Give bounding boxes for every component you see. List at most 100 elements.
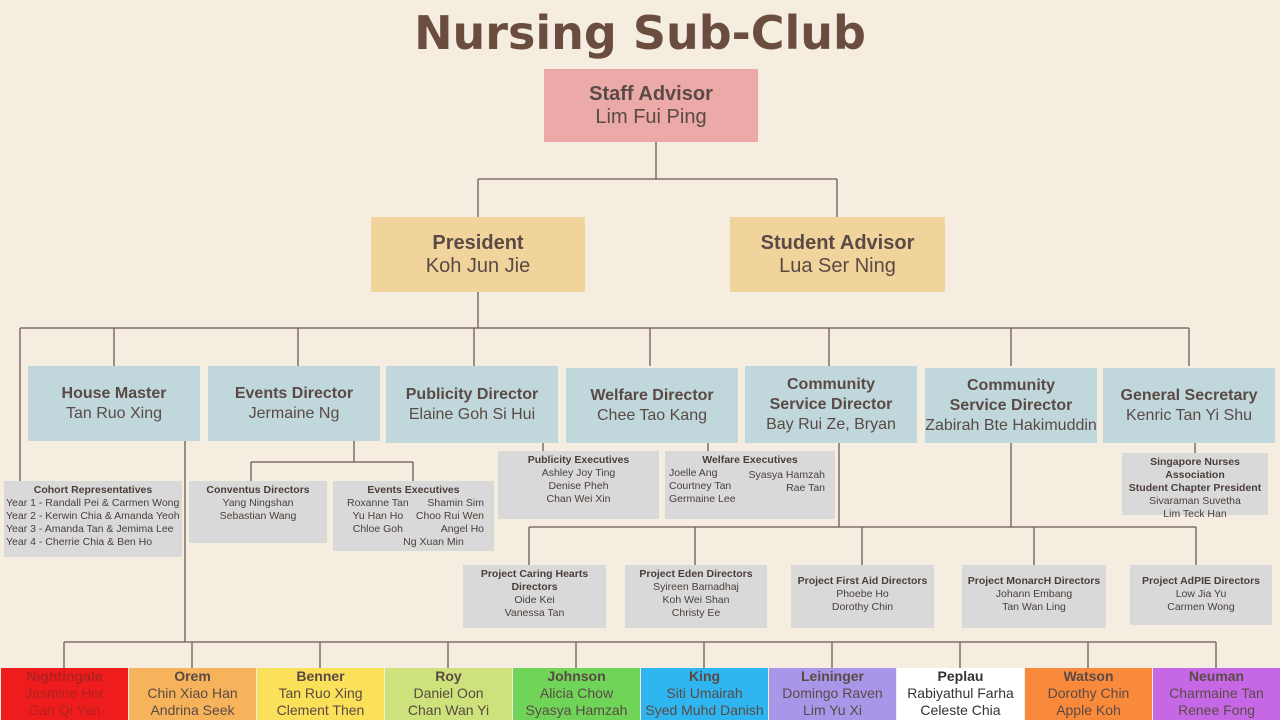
house-member: Alicia Chow — [539, 685, 614, 701]
project-heading: Project MonarcH Directors — [967, 575, 1101, 587]
events-executives-box: Events Executives Roxanne Tan Yu Han Ho … — [333, 481, 494, 551]
house-member: Jasmine Hor — [25, 685, 104, 701]
house-name: Peplau — [937, 668, 984, 684]
director-community-service-1: Community Service Director Bay Rui Ze, B… — [745, 366, 917, 443]
welfare-exec-line: Rae Tan — [786, 482, 825, 494]
house-member: Celeste Chia — [920, 702, 1001, 718]
house-member: Syed Muhd Danish — [645, 702, 764, 718]
director-events: Events Director Jermaine Ng — [208, 366, 380, 441]
conventus-line: Sebastian Wang — [219, 510, 297, 522]
publicity-exec-line: Denise Pheh — [548, 480, 609, 492]
house-name: Johnson — [547, 668, 606, 684]
president-box: President Koh Jun Jie — [371, 217, 585, 292]
director-role: Publicity Director — [405, 385, 539, 403]
director-name: Zabirah Bte Hakimuddin — [925, 416, 1097, 434]
president-role: President — [432, 231, 524, 254]
director-general-secretary: General Secretary Kenric Tan Yi Shu — [1103, 368, 1275, 443]
director-name: Tan Ruo Xing — [65, 404, 163, 422]
house-name: Orem — [174, 668, 211, 684]
sna-line: Sivaraman Suvetha — [1149, 495, 1241, 507]
publicity-exec-line: Chan Wei Xin — [546, 493, 611, 505]
student-advisor-role: Student Advisor — [760, 231, 915, 254]
welfare-executives-box: Welfare Executives Joelle Ang Courtney T… — [665, 451, 835, 519]
director-publicity: Publicity Director Elaine Goh Si Hui — [386, 366, 558, 443]
house-member: Renee Fong — [1177, 702, 1256, 718]
events-exec-line: Ng Xuan Min — [403, 536, 464, 548]
events-exec-line: Angel Ho — [440, 523, 484, 535]
project-line: Dorothy Chin — [831, 601, 894, 613]
project-line: Carmen Wong — [1167, 601, 1235, 613]
page-title: Nursing Sub-Club — [414, 6, 866, 60]
house-member: Tan Ruo Xing — [278, 685, 363, 701]
student-advisor-box: Student Advisor Lua Ser Ning — [730, 217, 945, 292]
project-heading: Project Eden Directors — [639, 568, 753, 580]
project-line: Phoebe Ho — [836, 588, 889, 600]
house-name: King — [688, 668, 721, 684]
project-eden-box: Project Eden Directors Syireen Bamadhaj … — [625, 565, 767, 628]
welfare-exec-heading: Welfare Executives — [702, 454, 798, 466]
cohort-line: Year 1 - Randall Pei & Carmen Wong — [6, 497, 180, 509]
events-exec-line: Roxanne Tan — [347, 497, 409, 509]
events-exec-line: Choo Rui Wen — [415, 510, 484, 522]
house-name: Roy — [435, 668, 462, 684]
house-member: Lim Yu Xi — [803, 702, 862, 718]
project-line: Tan Wan Ling — [1002, 601, 1066, 613]
director-welfare: Welfare Director Chee Tao Kang — [566, 368, 738, 443]
house-name: Nightingale — [26, 668, 103, 684]
director-community-service-2: Community Service Director Zabirah Bte H… — [925, 368, 1097, 443]
conventus-heading: Conventus Directors — [206, 484, 310, 496]
publicity-executives-box: Publicity Executives Ashley Joy Ting Den… — [498, 451, 659, 519]
house-name: Leininger — [800, 668, 864, 684]
director-role: Welfare Director — [590, 386, 714, 404]
welfare-exec-line: Courtney Tan — [669, 480, 732, 492]
house-member: Rabiyathul Farha — [907, 685, 1014, 701]
director-role: Community Service Director — [769, 375, 893, 413]
project-line: Koh Wei Shan — [662, 594, 730, 606]
cohort-line: Year 4 - Cherrie Chia & Ben Ho — [6, 536, 153, 548]
director-role: Events Director — [234, 384, 354, 402]
events-exec-line: Chloe Goh — [352, 523, 403, 535]
project-line: Oide Kei — [514, 594, 555, 606]
staff-advisor-box: Staff Advisor Lim Fui Ping — [544, 69, 758, 142]
sna-heading: Singapore Nurses Association — [1150, 456, 1240, 481]
director-name: Bay Rui Ze, Bryan — [766, 415, 896, 433]
project-line: Low Jia Yu — [1175, 588, 1227, 600]
house-member: Daniel Oon — [413, 685, 484, 701]
director-role: General Secretary — [1120, 386, 1258, 404]
cohort-line: Year 2 - Kerwin Chia & Amanda Yeoh — [6, 510, 180, 522]
project-heading: Project First Aid Directors — [797, 575, 928, 587]
house-member: Chin Xiao Han — [147, 685, 238, 701]
publicity-exec-heading: Publicity Executives — [527, 454, 630, 466]
project-adpie-box: Project AdPIE Directors Low Jia Yu Carme… — [1130, 565, 1272, 625]
house-member: Andrina Seek — [150, 702, 235, 718]
project-line: Syireen Bamadhaj — [653, 581, 739, 593]
publicity-exec-line: Ashley Joy Ting — [541, 467, 616, 479]
house-name: Watson — [1063, 668, 1114, 684]
house-member: Apple Koh — [1056, 702, 1121, 718]
house-name: Benner — [296, 668, 345, 684]
sna-subheading: Student Chapter President — [1128, 482, 1262, 494]
director-role: Community Service Director — [949, 376, 1073, 414]
director-name: Elaine Goh Si Hui — [408, 405, 536, 423]
staff-advisor-role: Staff Advisor — [589, 82, 713, 105]
cohort-representatives-box: Cohort Representatives Year 1 - Randall … — [4, 481, 182, 557]
welfare-exec-line: Syasya Hamzah — [748, 469, 825, 481]
project-first-aid-box: Project First Aid Directors Phoebe Ho Do… — [791, 565, 934, 628]
project-heading: Project AdPIE Directors — [1141, 575, 1261, 587]
director-name: Jermaine Ng — [248, 404, 340, 422]
events-exec-line: Yu Han Ho — [352, 510, 404, 522]
house-member: Siti Umairah — [666, 685, 743, 701]
project-heading: Project Caring Hearts Directors — [480, 568, 589, 593]
project-line: Johann Embang — [995, 588, 1073, 600]
director-name: Chee Tao Kang — [596, 406, 707, 424]
project-line: Vanessa Tan — [504, 607, 565, 619]
conventus-line: Yang Ningshan — [222, 497, 294, 509]
project-caring-hearts-box: Project Caring Hearts Directors Oide Kei… — [463, 565, 606, 628]
